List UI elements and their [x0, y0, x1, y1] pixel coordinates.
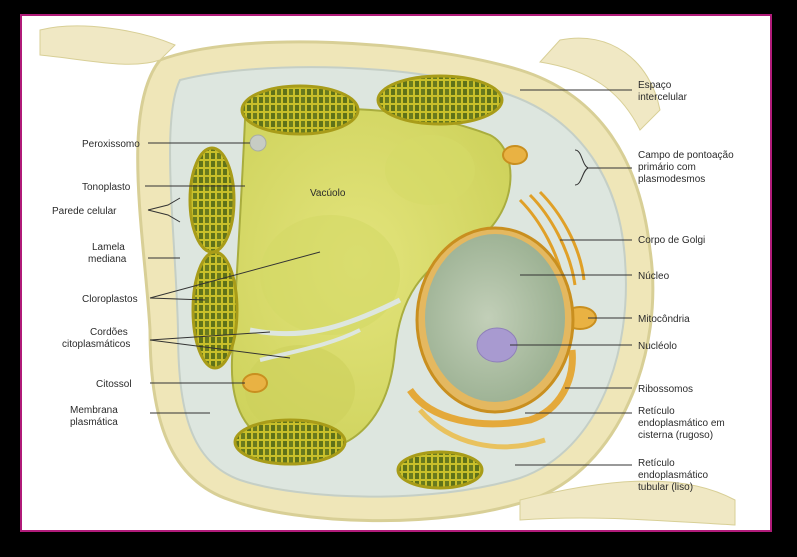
label-rer-1: Retículo — [638, 406, 675, 417]
label-campo-3: plasmodesmos — [638, 174, 705, 185]
label-espaco-2: intercelular — [638, 92, 688, 103]
label-membrana-2: plasmática — [70, 417, 118, 428]
label-membrana-1: Membrana — [70, 405, 118, 416]
label-campo-2: primário com — [638, 162, 696, 173]
label-lamela-1: Lamela — [92, 242, 125, 253]
label-ser-3: tubular (liso) — [638, 482, 693, 493]
label-nucleo: Núcleo — [638, 271, 670, 282]
label-citossol: Citossol — [96, 379, 132, 390]
label-peroxissomo: Peroxissomo — [82, 139, 140, 150]
label-mitocondria: Mitocôndria — [638, 314, 690, 325]
label-ser-2: endoplasmático — [638, 470, 708, 481]
chloroplast — [398, 452, 482, 488]
neighbor-cell-top-left — [40, 26, 175, 64]
vacuole-lobe — [385, 135, 475, 205]
mitochondrion — [243, 374, 267, 392]
label-cordoes-2: citoplasmáticos — [62, 339, 130, 350]
peroxisome — [250, 135, 266, 151]
chloroplast — [378, 76, 502, 124]
label-cordoes-1: Cordões — [90, 327, 128, 338]
chloroplast — [242, 86, 358, 134]
label-rer-3: cisterna (rugoso) — [638, 430, 713, 441]
vacuole-lobe — [260, 215, 400, 335]
label-campo-1: Campo de pontoação — [638, 150, 734, 161]
mitochondrion — [503, 146, 527, 164]
label-rer-2: endoplasmático em — [638, 418, 725, 429]
label-lamela-2: mediana — [88, 254, 127, 265]
label-ribossomos: Ribossomos — [638, 384, 693, 395]
nucleus — [425, 234, 565, 402]
label-nucleolo: Nucléolo — [638, 341, 677, 352]
chloroplast — [190, 148, 234, 252]
label-vacuolo: Vacúolo — [310, 188, 346, 199]
label-parede-celular: Parede celular — [52, 206, 117, 217]
chloroplast — [235, 420, 345, 464]
label-golgi: Corpo de Golgi — [638, 235, 705, 246]
label-ser-1: Retículo — [638, 458, 675, 469]
label-espaco-1: Espaço — [638, 80, 672, 91]
label-cloroplastos: Cloroplastos — [82, 294, 138, 305]
label-tonoplasto: Tonoplasto — [82, 182, 131, 193]
